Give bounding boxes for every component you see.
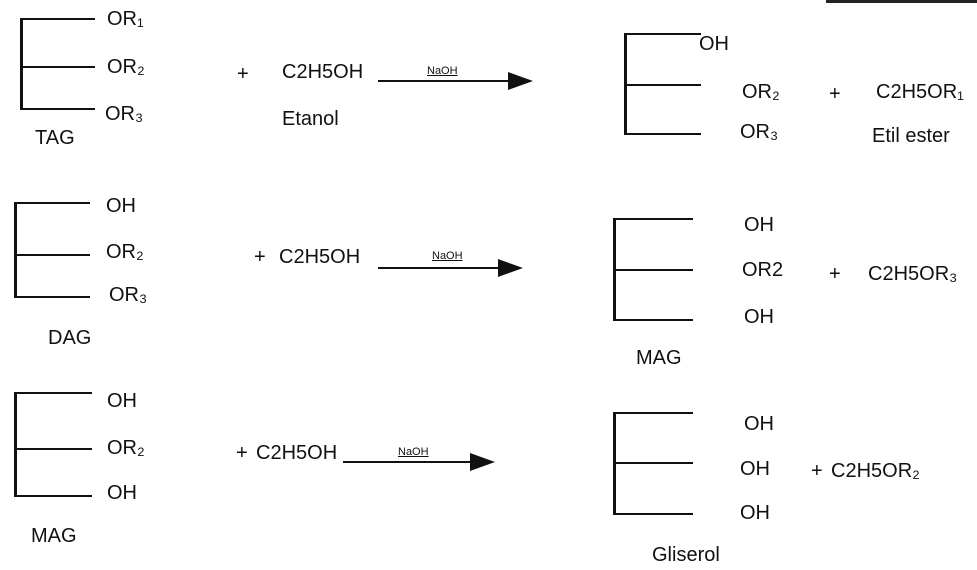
compound-name: MAG [31,525,77,547]
reaction-arrow [343,453,495,471]
byproduct-formula: C2H5OR₂ [831,460,920,482]
catalyst-label: NaOH [432,250,463,262]
compound-name: MAG [636,347,682,369]
group-label: OH [107,482,137,504]
reaction-arrow [378,72,533,90]
group-label: OR₃ [105,103,144,125]
byproduct-formula: C2H5OR₃ [868,263,958,285]
group-label: OR₃ [109,284,148,306]
group-label: OH [107,390,137,412]
group-label: OH [699,33,729,55]
reaction-arrow [378,259,523,277]
group-label: OR₃ [740,121,779,143]
group-label: OR2 [742,259,784,281]
plus-sign: + [254,246,266,268]
group-label: OR₁ [107,8,144,30]
group-label: OH [740,458,770,480]
group-label: OH [106,195,136,217]
compound-name: Gliserol [652,544,720,566]
plus-sign: + [829,263,841,285]
byproduct-name: Etil ester [872,125,950,147]
compound-name: TAG [35,127,75,149]
group-label: OH [744,306,774,328]
byproduct-formula: C2H5OR₁ [876,81,964,103]
catalyst-label: NaOH [398,446,429,458]
group-label: OR₂ [106,241,144,263]
reagent-formula: C2H5OH [282,61,364,83]
plus-sign: + [811,460,823,482]
reagent-formula: C2H5OH [256,442,338,464]
group-label: OR₂ [107,56,145,78]
reagent-formula: C2H5OH [279,246,361,268]
plus-sign: + [829,83,841,105]
plus-sign: + [237,63,249,85]
group-label: OH [744,214,774,236]
group-label: OH [740,502,770,524]
group-label: OR₂ [742,81,780,103]
reagent-name: Etanol [282,108,339,130]
group-label: OR₂ [107,437,145,459]
catalyst-label: NaOH [427,65,458,77]
group-label: OH [744,413,774,435]
compound-name: DAG [48,327,92,349]
scan-edge-bar [826,0,977,3]
plus-sign: + [236,442,248,464]
